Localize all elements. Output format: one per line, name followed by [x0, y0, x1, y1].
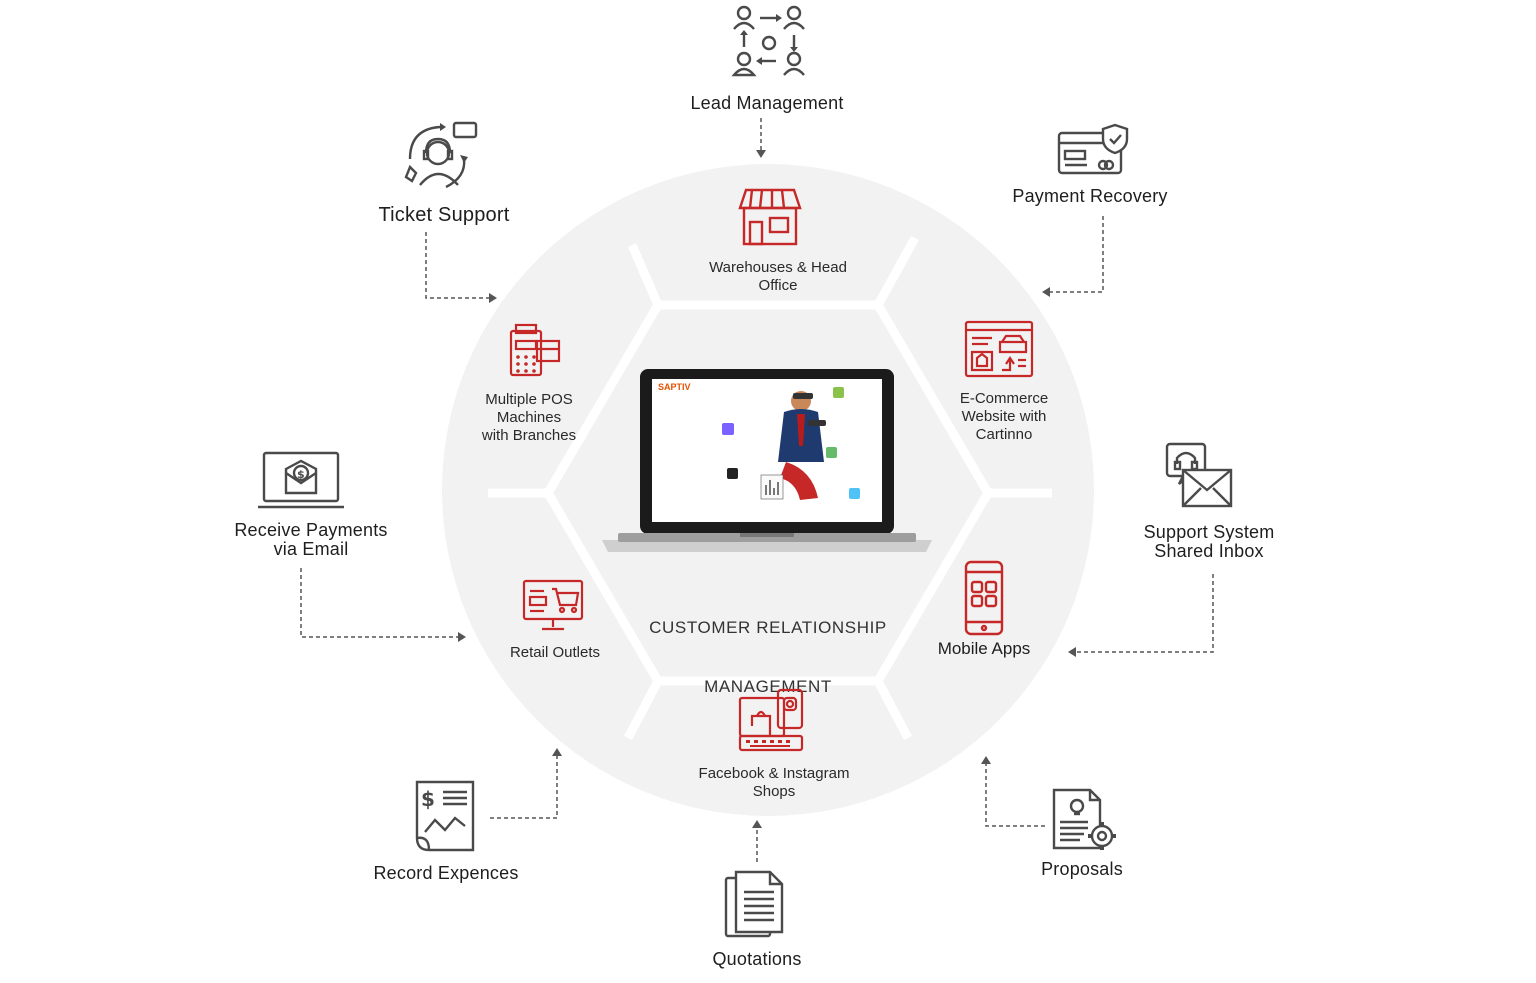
feature-label-proposals: Proposals	[1041, 859, 1123, 879]
segment-label-warehouses: Warehouses & Head Office	[709, 259, 847, 294]
laptop-payment-icon: $	[258, 451, 344, 509]
feature-label-ticket-support: Ticket Support	[378, 204, 510, 226]
proposal-gear-icon	[1052, 788, 1116, 850]
support-mail-icon	[1165, 442, 1233, 508]
connector-arrowheads	[458, 150, 1076, 828]
laptop-screen-logo: SAPTIV	[658, 382, 691, 392]
center-title: CUSTOMER RELATIONSHIP MANAGEMENT	[618, 583, 918, 732]
center-title-line-1: CUSTOMER RELATIONSHIP	[649, 617, 887, 637]
segment-label-ecommerce: E-Commerce Website with Cartinno	[959, 390, 1049, 443]
segment-label-pos-machines: Multiple POS Machines with Branches	[481, 391, 577, 444]
expense-doc-icon: $	[415, 780, 475, 852]
feature-label-lead-management: Lead Management	[690, 93, 844, 113]
laptop-screen	[652, 379, 882, 522]
ecommerce-browser-icon	[964, 320, 1034, 378]
feature-label-quotations: Quotations	[712, 949, 802, 969]
connector-payment-recovery	[1050, 216, 1104, 293]
connector-proposals	[985, 764, 1045, 827]
connector-expenses	[490, 756, 558, 819]
laptop-illustration	[602, 369, 932, 552]
feature-label-record-expences: Record Expences	[373, 863, 519, 883]
segment-label-social-shops: Facebook & Instagram Shops	[698, 765, 850, 800]
store-icon	[738, 188, 802, 246]
secure-card-icon	[1057, 123, 1129, 175]
connector-ticket	[425, 232, 489, 299]
feature-label-receive-payments: Receive Payments via Email	[234, 520, 388, 559]
svg-text:$: $	[297, 468, 305, 481]
center-title-line-2: MANAGEMENT	[704, 677, 832, 697]
connector-support	[1076, 574, 1214, 653]
connectors	[300, 118, 1214, 862]
segment-label-mobile-apps: Mobile Apps	[937, 639, 1031, 658]
headset-agent-icon	[404, 121, 478, 189]
feature-label-payment-recovery: Payment Recovery	[1012, 186, 1168, 206]
pos-machine-icon	[509, 323, 561, 377]
social-shop-icon	[738, 688, 804, 752]
mobile-phone-icon	[964, 560, 1004, 636]
cart-monitor-icon	[522, 579, 584, 631]
wheel-dividers	[488, 235, 1052, 741]
documents-icon	[724, 870, 784, 938]
svg-text:$: $	[421, 787, 435, 811]
lead-flow-icon	[731, 5, 805, 77]
feature-label-support-inbox: Support System Shared Inbox	[1143, 522, 1275, 561]
segment-label-retail-outlets: Retail Outlets	[509, 644, 601, 661]
connector-payments-email	[300, 568, 458, 638]
